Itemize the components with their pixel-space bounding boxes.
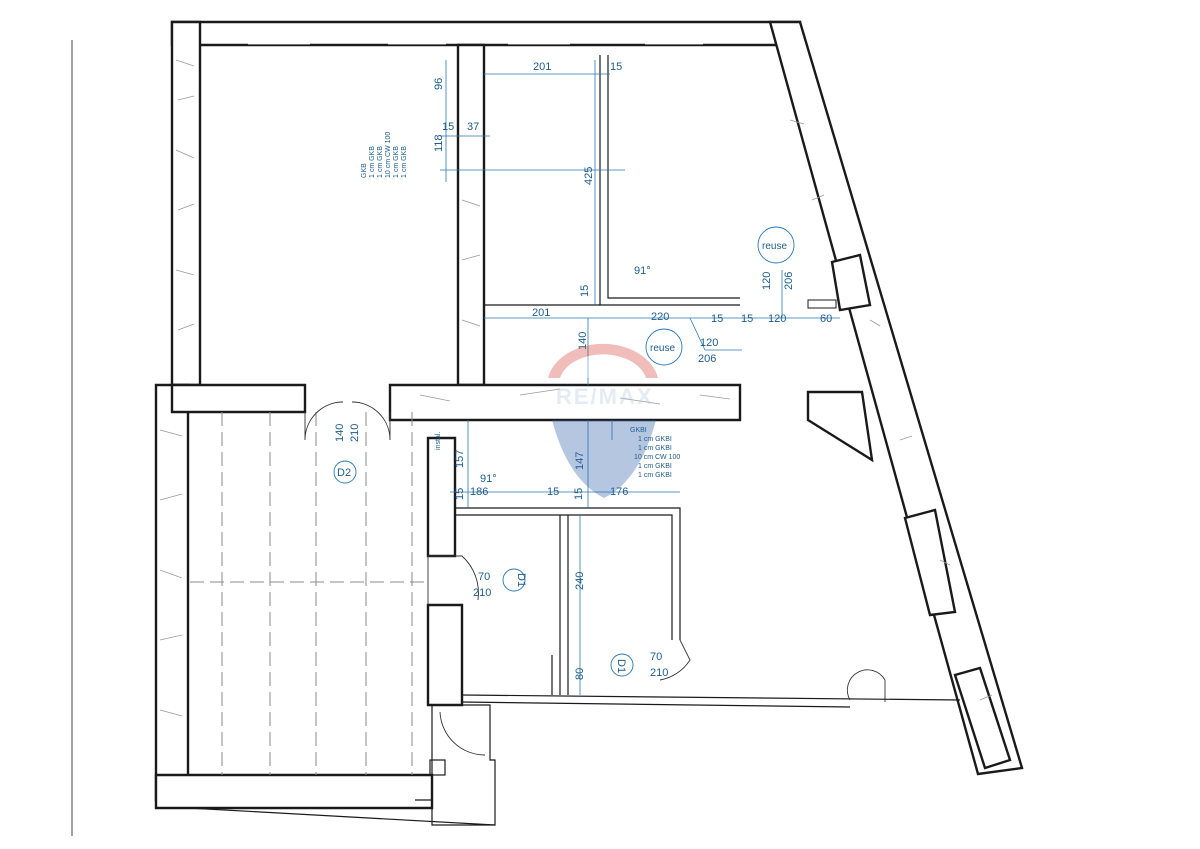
dimension-labels: 201 15 96 15 37 118 425 91° 120 206 15 2…: [334, 61, 832, 680]
spec-line: 10 cm CW 100: [385, 132, 392, 178]
wall-spec-gkb: GKB 1 cm GKB 1 cm GKB 10 cm CW 100 1 cm …: [361, 132, 408, 178]
spec-line: 1 cm GKBI: [638, 436, 672, 443]
dim-label: 140: [334, 424, 346, 442]
reuse-note: reuse: [762, 241, 787, 252]
spec-line: GKB: [361, 163, 368, 178]
dim-label: 15: [579, 285, 591, 297]
dim-label: 91°: [480, 473, 497, 485]
dim-label: 240: [574, 572, 586, 590]
dim-label: 91°: [634, 265, 651, 277]
dashed-guide-lines: [190, 412, 428, 775]
exterior-walls: [154, 20, 1024, 810]
spec-line: 1 cm GKB: [377, 146, 384, 178]
dim-label: 186: [470, 486, 488, 498]
dim-label: 15: [573, 488, 585, 500]
dim-label: 80: [574, 668, 586, 680]
dim-label: 15: [547, 486, 559, 498]
dim-label: 37: [467, 121, 479, 133]
dim-label: 70: [650, 651, 662, 663]
room-notes: reuse reuse instal.: [435, 226, 795, 450]
dim-label: 147: [574, 452, 586, 470]
spec-line: 1 cm GKBI: [638, 445, 672, 452]
spec-line: 1 cm GKB: [393, 146, 400, 178]
door-tag: D2: [337, 467, 351, 479]
dim-label: 15: [610, 61, 622, 73]
windows: [248, 30, 703, 46]
spec-line: 1 cm GKBI: [638, 463, 672, 470]
dim-label: 15: [454, 488, 466, 500]
wall-spec-gkbi: GKBI 1 cm GKBI 1 cm GKBI 10 cm CW 100 1 …: [630, 427, 680, 479]
dim-label: 425: [583, 167, 595, 185]
spec-line: 1 cm GKB: [401, 146, 408, 178]
spec-line: 1 cm GKB: [369, 146, 376, 178]
dim-label: 176: [610, 486, 628, 498]
install-note: instal.: [435, 432, 442, 450]
door-swings: [304, 401, 886, 756]
dim-label: 220: [651, 311, 669, 323]
dim-label: 118: [433, 134, 445, 152]
reuse-note: reuse: [650, 343, 675, 354]
dim-label: 157: [454, 450, 466, 468]
dimension-lines: [440, 60, 840, 695]
door-tag: D1: [615, 659, 627, 673]
interior-partitions: [187, 55, 961, 826]
stone-texture: [159, 59, 993, 717]
dim-label: 210: [473, 587, 491, 599]
dim-label: 15: [442, 121, 454, 133]
dim-label: 206: [783, 272, 795, 290]
dim-label: 60: [820, 313, 832, 325]
dim-label: 201: [533, 61, 551, 73]
spec-line: 10 cm CW 100: [634, 454, 680, 461]
dim-label: 120: [761, 272, 773, 290]
dim-label: 206: [698, 353, 716, 365]
spec-line: 1 cm GKBI: [638, 472, 672, 479]
door-tags: D2 D1 D1: [333, 460, 634, 677]
dim-label: 15: [741, 313, 753, 325]
watermark-text: RE/MAX: [556, 384, 654, 409]
door-tag: D1: [515, 573, 527, 587]
dim-label: 201: [532, 307, 550, 319]
dim-label: 120: [768, 313, 786, 325]
dim-label: 120: [700, 337, 718, 349]
dim-label: 70: [478, 571, 490, 583]
spec-line: GKBI: [630, 427, 647, 434]
dim-label: 140: [577, 332, 589, 350]
watermark-logo: RE/MAX: [548, 343, 658, 498]
dim-label: 96: [433, 78, 445, 90]
dim-label: 210: [650, 667, 668, 679]
dim-label: 15: [711, 313, 723, 325]
dim-label: 210: [349, 424, 361, 442]
